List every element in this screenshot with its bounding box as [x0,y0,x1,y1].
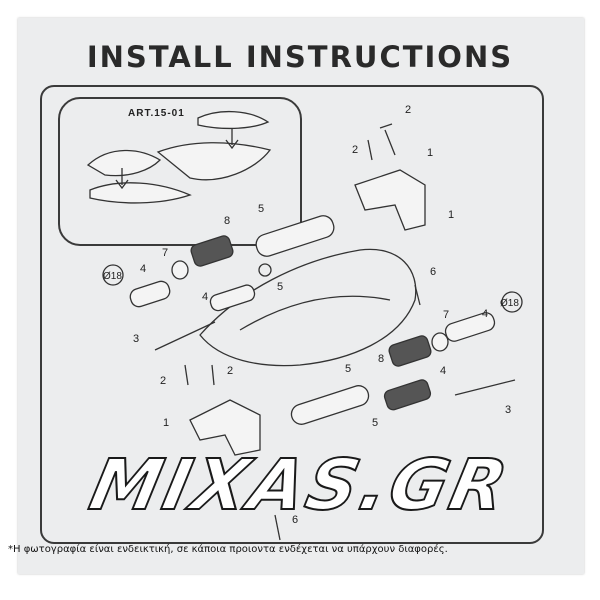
watermark-logo: MIXAS.GR [82,443,518,527]
handguard-shell-right [156,142,272,181]
bar-end-right-upper [255,215,335,257]
part-number-6b: 6 [292,514,298,526]
disclaimer-text: *Η φωτογραφία είναι ενδεικτική, σε κάποι… [8,544,448,555]
part-number-3b: 3 [505,404,511,416]
handguard-shell-left [86,149,162,177]
part-number-6: 6 [430,266,436,278]
article-inset-box [58,97,302,246]
part-number-7b: 7 [443,309,449,321]
part-number-5c: 5 [345,363,351,375]
grip-end-right [444,312,496,342]
part-number-4: 4 [140,263,146,275]
page-title: INSTALL INSTRUCTIONS [86,40,514,74]
part-number-5: 5 [258,203,264,215]
part-number-1b: 1 [448,209,454,221]
grip-end-left [129,280,171,308]
arrow-down-icon-2 [225,128,239,150]
part-number-5b: 5 [277,281,283,293]
part-number-1c: 1 [163,417,169,429]
grip-lower [209,284,256,312]
weight-lower [383,379,432,411]
article-code: ART.15-01 [128,108,185,119]
long-bolt-3b [454,379,516,396]
part-number-5d: 5 [372,417,378,429]
nut-5 [258,263,272,277]
bolt-top-2 [367,139,373,161]
part-number-2: 2 [405,104,411,116]
part-number-4b: 4 [202,291,208,303]
bolt-top [379,123,396,156]
bracket-top [354,169,426,231]
weight-8 [190,235,234,267]
part-number-7: 7 [162,247,168,259]
screw-6 [414,284,421,306]
screw-6b [274,514,281,541]
diagram-frame [40,85,544,544]
part-number-3: 3 [133,333,139,345]
part-number-8: 8 [224,215,230,227]
part-number-4d: 4 [440,365,446,377]
arrow-down-icon [115,168,129,190]
handguard-shell-top [197,110,270,130]
part-number-2c: 2 [160,375,166,387]
diameter-label-2: Ø18 [500,298,519,309]
part-number-1: 1 [427,147,433,159]
part-number-8b: 8 [378,353,384,365]
washer-7 [171,260,189,280]
part-number-2d: 2 [227,365,233,377]
bracket-bottom [189,399,261,456]
handguard-bottom [89,182,192,204]
washer-7b [431,332,449,352]
diameter-label: Ø18 [103,271,122,282]
part-number-2b: 2 [352,144,358,156]
instruction-sheet [18,18,584,574]
part-number-4c: 4 [482,308,488,320]
bar-end-lower [290,385,370,425]
handguard-main [199,248,417,367]
weight-8b [388,335,432,367]
long-bolt-3 [154,321,216,351]
